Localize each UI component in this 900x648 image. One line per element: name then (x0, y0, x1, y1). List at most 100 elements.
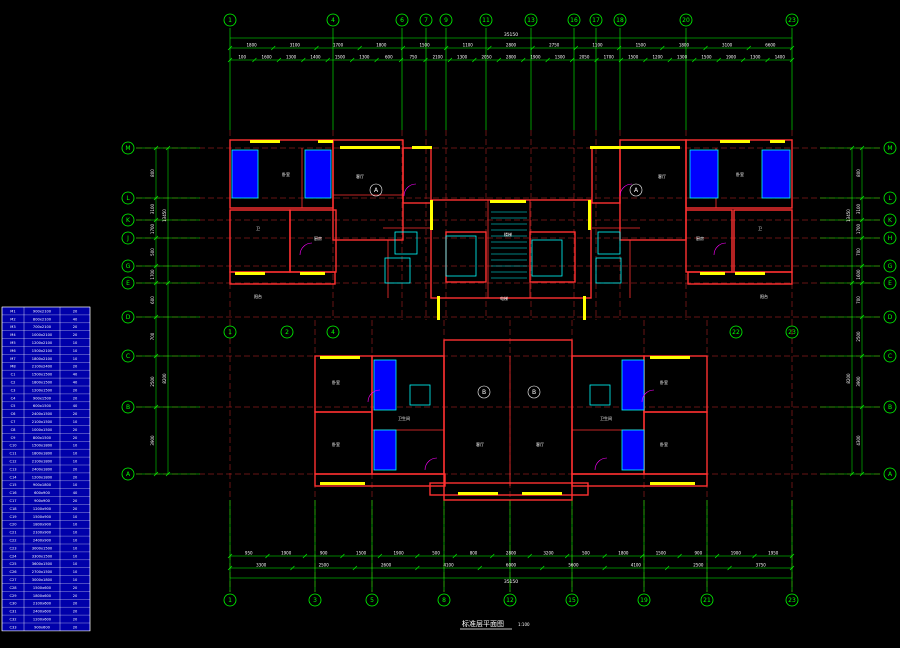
schedule-cell: 10 (73, 562, 78, 566)
schedule-cell: 900x1500 (33, 396, 52, 400)
wet-areas (231, 149, 791, 471)
unit-tag-label: B (482, 389, 486, 396)
dim-bottom-row1-tick (602, 553, 607, 559)
schedule-cell: 2700x1500 (32, 570, 53, 574)
schedule-cell: 1000x2100 (32, 333, 53, 337)
axis-bubble-bottom-label: 21 (703, 597, 711, 604)
dim-right-tick (859, 195, 865, 201)
dim-top-row2-text: 1300 (555, 55, 566, 60)
window (735, 272, 765, 275)
schedule-cell: C3 (11, 388, 16, 392)
drawing-title: 标准层平面图 (462, 619, 504, 628)
axis-bubble-mid-label: 23 (788, 329, 796, 336)
schedule-cell: 700x2100 (33, 325, 52, 329)
unit-tag-circle (527, 385, 541, 399)
schedule-cell: 20 (73, 586, 78, 590)
door-swing (594, 457, 608, 471)
axis-bubble-bottom-label: 3 (313, 597, 317, 604)
dim-left-tick (153, 280, 159, 286)
room-label: 卫生间 (600, 415, 612, 421)
dim-top-row2-tick (301, 57, 306, 63)
schedule-cell: C33 (9, 625, 16, 629)
schedule-cell: 40 (73, 373, 78, 377)
dim-top-row1-tick (443, 45, 449, 51)
dim-top-row2-tick (447, 57, 453, 63)
dim-bottom-row1-text: 900 (695, 551, 703, 556)
dim-top-row1-tick (746, 45, 751, 51)
schedule-cell: C4 (11, 396, 17, 400)
dim-top-row2-tick (349, 57, 355, 63)
axis-bubble-left-label: L (126, 195, 130, 202)
schedule-cell: 1200x900 (33, 507, 52, 511)
axis-bubble-left-label: C (126, 353, 130, 360)
dim-top-row1-tick (271, 45, 276, 51)
axis-bubble-mid-label: 22 (732, 329, 740, 336)
axis-bubble-top-circle (679, 13, 693, 27)
dim-left-tick (153, 404, 159, 410)
dim-top-row1-tick (487, 45, 492, 51)
dim-top-row2-text: 1900 (530, 55, 541, 60)
fixture (595, 257, 622, 284)
axis-bubble-right-circle (883, 349, 897, 363)
unit-tag-circle (369, 183, 383, 197)
dim-bottom-row2-text: 3750 (756, 563, 767, 568)
dim-left-total-text: 13450 (162, 209, 167, 222)
window (437, 296, 440, 320)
window (522, 492, 562, 495)
window (770, 140, 785, 143)
schedule-cell: 1800x900 (33, 523, 52, 527)
room-label: 卧室 (282, 171, 290, 177)
wet-area (304, 149, 332, 199)
dim-bottom-row1-text: 1900 (731, 551, 742, 556)
dim-top-row2-tick (472, 57, 477, 63)
schedule-cell: C1 (11, 373, 16, 377)
axis-bubble-bottom-circle (700, 593, 714, 607)
dim-top-row2-text: 1500 (628, 55, 639, 60)
axis-bubble-bottom-label: 5 (370, 597, 374, 604)
dim-left-total-tick (165, 145, 171, 151)
schedule-cell: C15 (9, 483, 16, 487)
axis-bubble-top-label: 23 (788, 17, 796, 24)
axis-bubble-bottom-circle (637, 593, 651, 607)
schedule-cell: 1200x1500 (32, 388, 53, 392)
dim-right-total-tick (849, 280, 855, 286)
axis-bubble-right-circle (883, 276, 897, 290)
dim-top-row1-text: 1500 (419, 43, 430, 48)
schedule-cell: 1200x600 (33, 618, 52, 622)
dim-top-row1-tick (616, 45, 622, 51)
window (490, 200, 526, 203)
dim-top-row2-text: 2800 (506, 55, 517, 60)
axis-bubble-left-circle (121, 310, 135, 324)
schedule-cell: 1500x2100 (32, 349, 53, 353)
schedule-cell: 2100x2400 (32, 365, 53, 369)
schedule-cell: 20 (73, 365, 78, 369)
schedule-cell: 20 (73, 499, 78, 503)
unit-tag-label: B (532, 389, 536, 396)
fixture (589, 384, 611, 406)
axis-bubble-top-circle (439, 13, 453, 27)
dim-top-row2-tick (521, 57, 526, 63)
dim-right-tick (859, 217, 865, 223)
axis-bubble-left-circle (121, 349, 135, 363)
dim-bottom-row1-text: 1500 (356, 551, 367, 556)
dim-top-row1-text: 1500 (636, 43, 647, 48)
dim-bottom-row1-tick (340, 553, 345, 559)
fixtures (299, 183, 727, 471)
dim-bottom-row1-text: 950 (245, 551, 253, 556)
dim-bottom-row1-text: 1800 (618, 551, 629, 556)
dim-top-row1-text: 1800 (247, 43, 258, 48)
schedule-cell: 2100x600 (33, 602, 52, 606)
dim-top-row1-text: 2800 (506, 43, 517, 48)
room-label: 卫生间 (398, 415, 410, 421)
schedule-cell: 2100x1800 (32, 460, 53, 464)
dim-right-tick (859, 235, 865, 241)
dim-top-row2-tick (374, 57, 379, 63)
schedule-cell: C9 (11, 436, 17, 440)
dim-top-row2-tick (594, 57, 599, 63)
wall-segment (429, 482, 589, 496)
schedule-cell: C20 (9, 523, 17, 527)
schedule-cell: 1200x2100 (32, 341, 53, 345)
dim-right-tick (859, 404, 865, 410)
door-swing (641, 389, 655, 403)
